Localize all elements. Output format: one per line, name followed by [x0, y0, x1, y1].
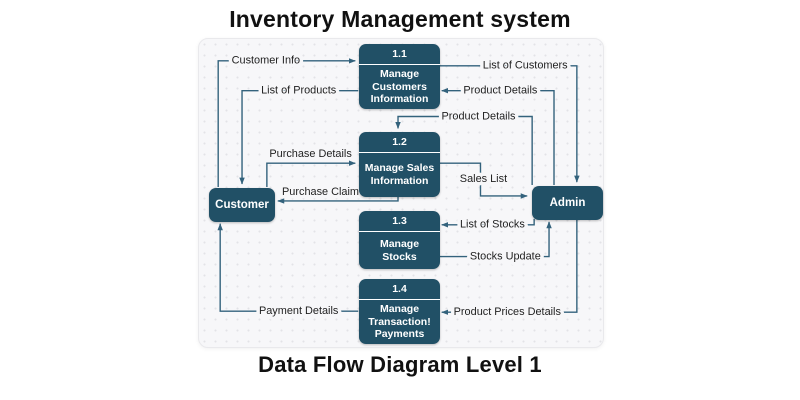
flow-arrows-layer: Customer Info List of Products Product D…: [217, 51, 580, 322]
flow-product-details-admin-to-1-1-line: [441, 87, 555, 186]
process-1-1-id: 1.1: [359, 44, 440, 65]
flow-product-prices-details-line: [441, 218, 578, 315]
flow-list-of-products-line: [239, 89, 359, 185]
page-title: Inventory Management system: [229, 6, 571, 32]
process-1-4-id: 1.4: [359, 279, 440, 300]
flow-stocks-update-line: [438, 221, 552, 258]
diagram-canvas: Customer Info List of Products Product D…: [198, 38, 604, 348]
flow-list-of-stocks-line: [441, 218, 535, 228]
entity-customer: Customer: [209, 188, 275, 222]
flow-purchase-details-line: [266, 160, 356, 188]
flow-label-sales-list: Sales List: [460, 173, 507, 185]
process-1-4-label: Manage Transaction! Payments: [368, 303, 431, 341]
flow-label-purchase-claim: Purchase Claim: [282, 186, 359, 198]
flow-label-product-details-1: Product Details: [463, 85, 537, 97]
flow-label-customer-info: Customer Info: [232, 55, 301, 67]
flow-label-product-details-2: Product Details: [442, 110, 516, 122]
process-1-3-label: Manage Stocks: [379, 237, 420, 263]
flow-label-list-of-products: List of Products: [261, 85, 337, 97]
process-1-2-id: 1.2: [359, 132, 440, 153]
entity-admin: Admin: [532, 186, 603, 220]
process-1-1-label: Manage Customers Information: [370, 68, 429, 106]
process-1-2: 1.2 Manage Sales Information: [359, 132, 440, 197]
process-1-4: 1.4 Manage Transaction! Payments: [359, 279, 440, 344]
process-1-2-label: Manage Sales Information: [364, 162, 435, 187]
process-1-1: 1.1 Manage Customers Information: [359, 44, 440, 109]
flow-customer-info-line: [217, 58, 356, 188]
process-1-3-id: 1.3: [359, 211, 440, 232]
flow-label-list-of-stocks: List of Stocks: [460, 219, 525, 231]
process-1-3: 1.3 Manage Stocks: [359, 211, 440, 269]
flow-label-payment-details: Payment Details: [259, 305, 339, 317]
flow-label-stocks-update: Stocks Update: [470, 250, 541, 262]
flow-list-of-customers-line: [438, 65, 580, 183]
flow-label-list-of-customers: List of Customers: [483, 60, 568, 72]
flow-payment-details-line: [217, 223, 359, 312]
flow-product-details-admin-to-1-2-line: [395, 115, 533, 186]
page-caption: Data Flow Diagram Level 1: [258, 352, 542, 377]
flow-label-product-prices-details: Product Prices Details: [454, 306, 562, 318]
flow-sales-list-line: [438, 162, 528, 199]
flow-label-purchase-details: Purchase Details: [269, 148, 352, 160]
flow-purchase-claim-line: [277, 195, 399, 204]
